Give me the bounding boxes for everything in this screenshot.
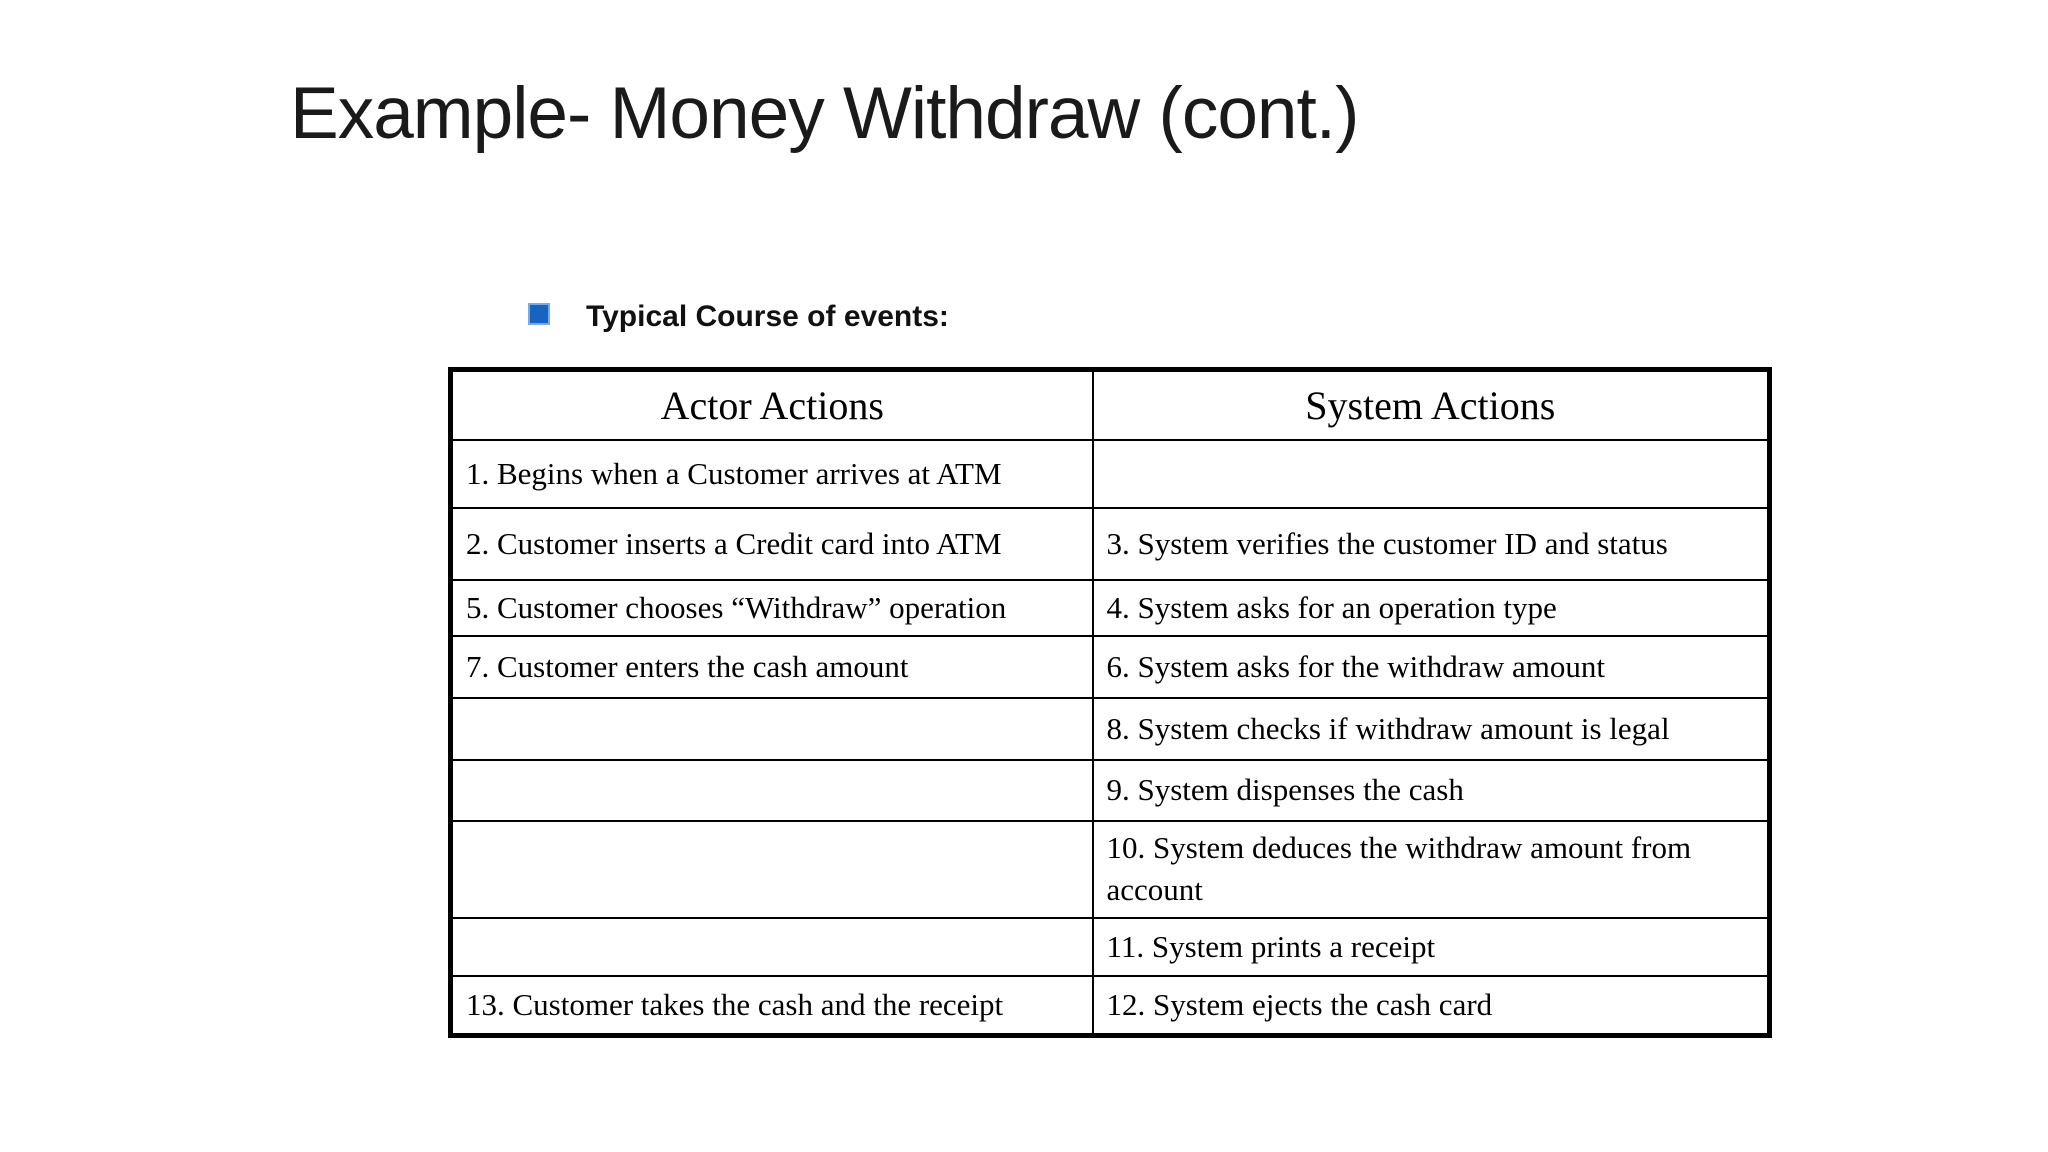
system-cell: 12. System ejects the cash card xyxy=(1091,974,1771,1037)
table-row: 13. Customer takes the cash and the rece… xyxy=(449,974,1771,1037)
system-cell: 9. System dispenses the cash xyxy=(1091,758,1771,822)
table-row: 1. Begins when a Customer arrives at ATM xyxy=(449,438,1771,509)
system-cell xyxy=(1091,438,1771,509)
table-header-row: Actor Actions System Actions xyxy=(449,368,1771,441)
table-row: 9. System dispenses the cash xyxy=(449,758,1771,822)
events-table: Actor Actions System Actions 1. Begins w… xyxy=(448,367,1772,1038)
table-row: 8. System checks if withdraw amount is l… xyxy=(449,696,1771,761)
table-row: 7. Customer enters the cash amount 6. Sy… xyxy=(449,634,1771,699)
table-row: 5. Customer chooses “Withdraw” operation… xyxy=(449,578,1771,637)
actor-cell: 5. Customer chooses “Withdraw” operation xyxy=(449,578,1094,637)
actor-cell: 13. Customer takes the cash and the rece… xyxy=(449,974,1094,1037)
system-cell: 6. System asks for the withdraw amount xyxy=(1091,634,1771,699)
table-row: 11. System prints a receipt xyxy=(449,916,1771,977)
actor-cell: 1. Begins when a Customer arrives at ATM xyxy=(449,438,1094,509)
system-cell: 8. System checks if withdraw amount is l… xyxy=(1091,696,1771,761)
actor-cell xyxy=(449,916,1094,977)
actor-actions-header: Actor Actions xyxy=(449,368,1094,441)
bullet-square-icon xyxy=(528,303,550,325)
actor-cell xyxy=(449,696,1094,761)
system-actions-header: System Actions xyxy=(1091,368,1771,441)
table-row: 10. System deduces the withdraw amount f… xyxy=(449,819,1771,919)
system-cell: 3. System verifies the customer ID and s… xyxy=(1091,506,1771,581)
bullet-label: Typical Course of events: xyxy=(586,300,949,333)
table-row: 2. Customer inserts a Credit card into A… xyxy=(449,506,1771,581)
bullet-line: Typical Course of events: xyxy=(528,300,949,334)
system-cell: 4. System asks for an operation type xyxy=(1091,578,1771,637)
actor-cell xyxy=(449,758,1094,822)
page-title: Example- Money Withdraw (cont.) xyxy=(290,73,1359,154)
system-cell: 11. System prints a receipt xyxy=(1091,916,1771,977)
actor-cell xyxy=(449,819,1094,919)
actor-cell: 7. Customer enters the cash amount xyxy=(449,634,1094,699)
actor-cell: 2. Customer inserts a Credit card into A… xyxy=(449,506,1094,581)
system-cell: 10. System deduces the withdraw amount f… xyxy=(1091,819,1771,919)
